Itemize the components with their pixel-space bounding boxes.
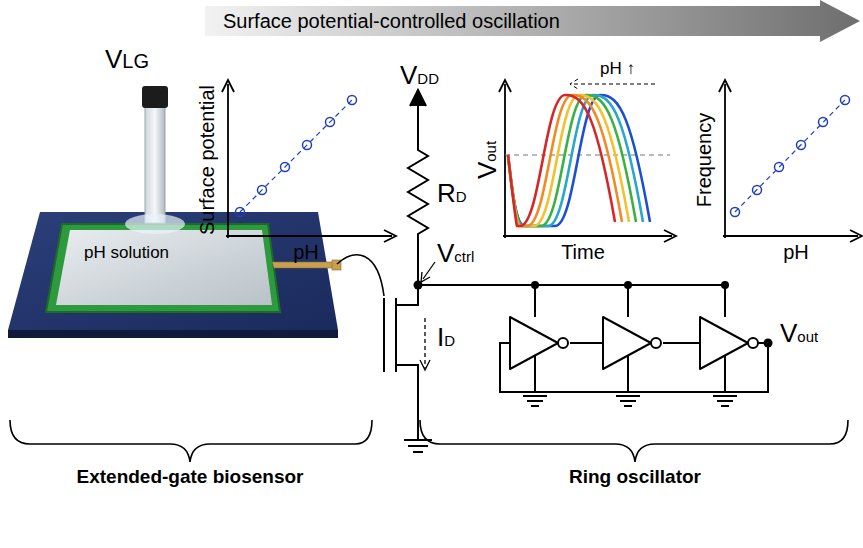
- axis-label: Time: [561, 242, 605, 262]
- inverter-bubble: [558, 338, 568, 348]
- ground-wire: [724, 356, 726, 392]
- group-label: Ring oscillator: [569, 467, 701, 486]
- ground-wire: [627, 356, 629, 392]
- node-dot: [764, 339, 773, 348]
- extended-gate-chip: [8, 86, 384, 338]
- ground-symbol: [713, 396, 737, 406]
- circuit-wires: [384, 90, 768, 452]
- axis-label: Frequency: [694, 113, 714, 208]
- axis-label: Vout: [474, 141, 500, 179]
- inverter-symbols: [510, 317, 758, 406]
- waveform-curve: [508, 95, 643, 226]
- gate-voltage-label: VLG: [105, 46, 149, 72]
- group-brackets: [10, 420, 848, 462]
- node-dot: [624, 281, 632, 289]
- axis-label: pH: [783, 242, 809, 262]
- inverter-bubble: [748, 338, 758, 348]
- inverter-bubble: [651, 338, 661, 348]
- ground-symbol: [616, 396, 640, 406]
- node-dot: [531, 281, 539, 289]
- axis-label: Surface potential: [197, 85, 217, 235]
- node-dot: [414, 281, 423, 290]
- waveform-curve: [508, 95, 636, 226]
- ground-symbol: [523, 396, 547, 406]
- banner-title: Surface potential-controlled oscillation: [205, 0, 860, 33]
- trend-label: pH ↑: [600, 60, 635, 77]
- axis-label: pH: [293, 242, 319, 262]
- current-label: ID: [437, 324, 455, 350]
- surface-potential-plot: [222, 80, 396, 242]
- node-label: Vctrl: [437, 240, 474, 266]
- oscillation-plot: [499, 79, 676, 242]
- ground-wire: [534, 356, 536, 392]
- supply-label: VDD: [400, 62, 439, 88]
- waveform-curve: [508, 95, 650, 226]
- waveform-curve: [508, 95, 622, 226]
- solution-label: pH solution: [84, 244, 169, 261]
- banner-arrow: Surface potential-controlled oscillation: [205, 0, 860, 42]
- frequency-plot: [719, 80, 862, 242]
- group-label: Extended-gate biosensor: [77, 467, 304, 486]
- waveform-curve: [508, 95, 629, 226]
- node-dot: [721, 281, 729, 289]
- output-label: Vout: [780, 320, 818, 346]
- waveform-curve: [508, 95, 615, 226]
- resistor-label: RD: [437, 180, 467, 206]
